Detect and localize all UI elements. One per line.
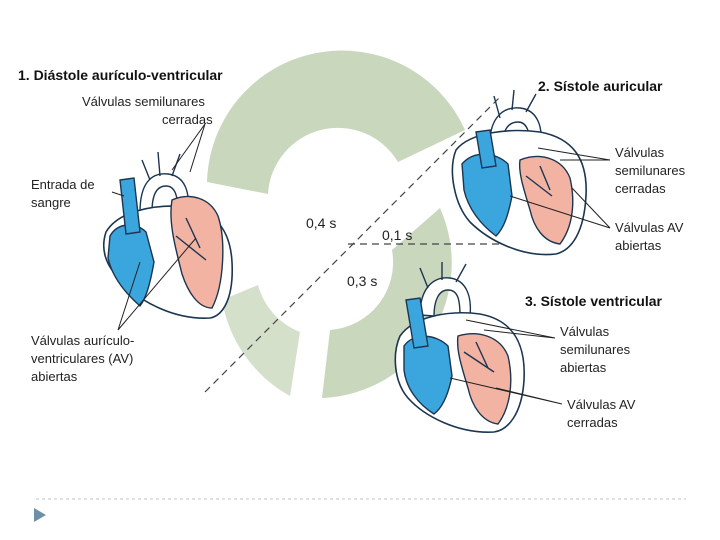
label-diastole-inflow-1: Entrada de	[31, 177, 95, 192]
label-diastole-semilunar-1: Válvulas semilunares	[82, 94, 205, 109]
heart-ventricular-flow-arrows	[463, 341, 495, 373]
label-ventricular-av-1: Válvulas AV	[567, 397, 636, 412]
heart-diastole-vena-cava	[119, 177, 141, 235]
label-diastole-inflow-2: sangre	[31, 195, 71, 210]
heart-ventricular-right-side	[403, 335, 453, 415]
heart-ventricular-vena-cava	[405, 297, 429, 349]
triangle-bullet-icon	[34, 508, 46, 522]
heart-atrial-systole	[451, 89, 587, 256]
label-diastole-av-1: Válvulas aurículo-	[31, 333, 134, 348]
label-ventricular-semilunar-1: Válvulas	[560, 324, 610, 339]
label-atrial-semilunar-1: Válvulas	[615, 145, 665, 160]
heart-diastole-flow-arrows	[175, 217, 207, 261]
leader-atrial-av	[509, 187, 611, 229]
heart-diastole	[102, 151, 233, 319]
title-diastole: 1. Diástole aurículo-ventricular	[18, 67, 223, 83]
label-ventricular-av-2: cerradas	[567, 415, 618, 430]
heart-ventricular-systole	[394, 262, 525, 433]
label-ventricular-semilunar-2: semilunares	[560, 342, 631, 357]
heart-atrial-flow-arrows	[525, 165, 553, 197]
label-atrial-av-2: abiertas	[615, 238, 662, 253]
label-diastole-av-2: ventriculares (AV)	[31, 351, 133, 366]
cycle-ring-arc-left	[222, 285, 300, 396]
leader-ventricular-semilunar	[465, 319, 556, 339]
leader-diastole-inflow	[111, 191, 125, 197]
time-diastole: 0,4 s	[306, 215, 336, 231]
label-diastole-av-3: abiertas	[31, 369, 78, 384]
leader-diastole-semilunar	[171, 123, 206, 173]
cycle-ring	[207, 50, 465, 398]
label-atrial-av-1: Válvulas AV	[615, 220, 684, 235]
heart-atrial-vena-cava	[475, 129, 497, 169]
heart-atrial-arch-branches	[493, 89, 537, 119]
label-ventricular-semilunar-3: abiertas	[560, 360, 607, 375]
time-ventricular-systole: 0,3 s	[347, 273, 377, 289]
label-atrial-semilunar-2: semilunares	[615, 163, 686, 178]
time-atrial-systole: 0,1 s	[382, 227, 412, 243]
label-atrial-semilunar-3: cerradas	[615, 181, 666, 196]
cycle-ring-arc-top	[207, 50, 465, 194]
heart-atrial-left-side	[518, 155, 574, 245]
heart-ventricular-arch-branches	[419, 262, 467, 289]
leader-diastole-av	[117, 237, 197, 331]
leader-atrial-semilunar	[537, 147, 611, 161]
leader-ventricular-av	[449, 377, 563, 405]
title-atrial-systole: 2. Sístole auricular	[538, 78, 663, 94]
label-diastole-semilunar-2: cerradas	[162, 112, 213, 127]
title-ventricular-systole: 3. Sístole ventricular	[525, 293, 662, 309]
